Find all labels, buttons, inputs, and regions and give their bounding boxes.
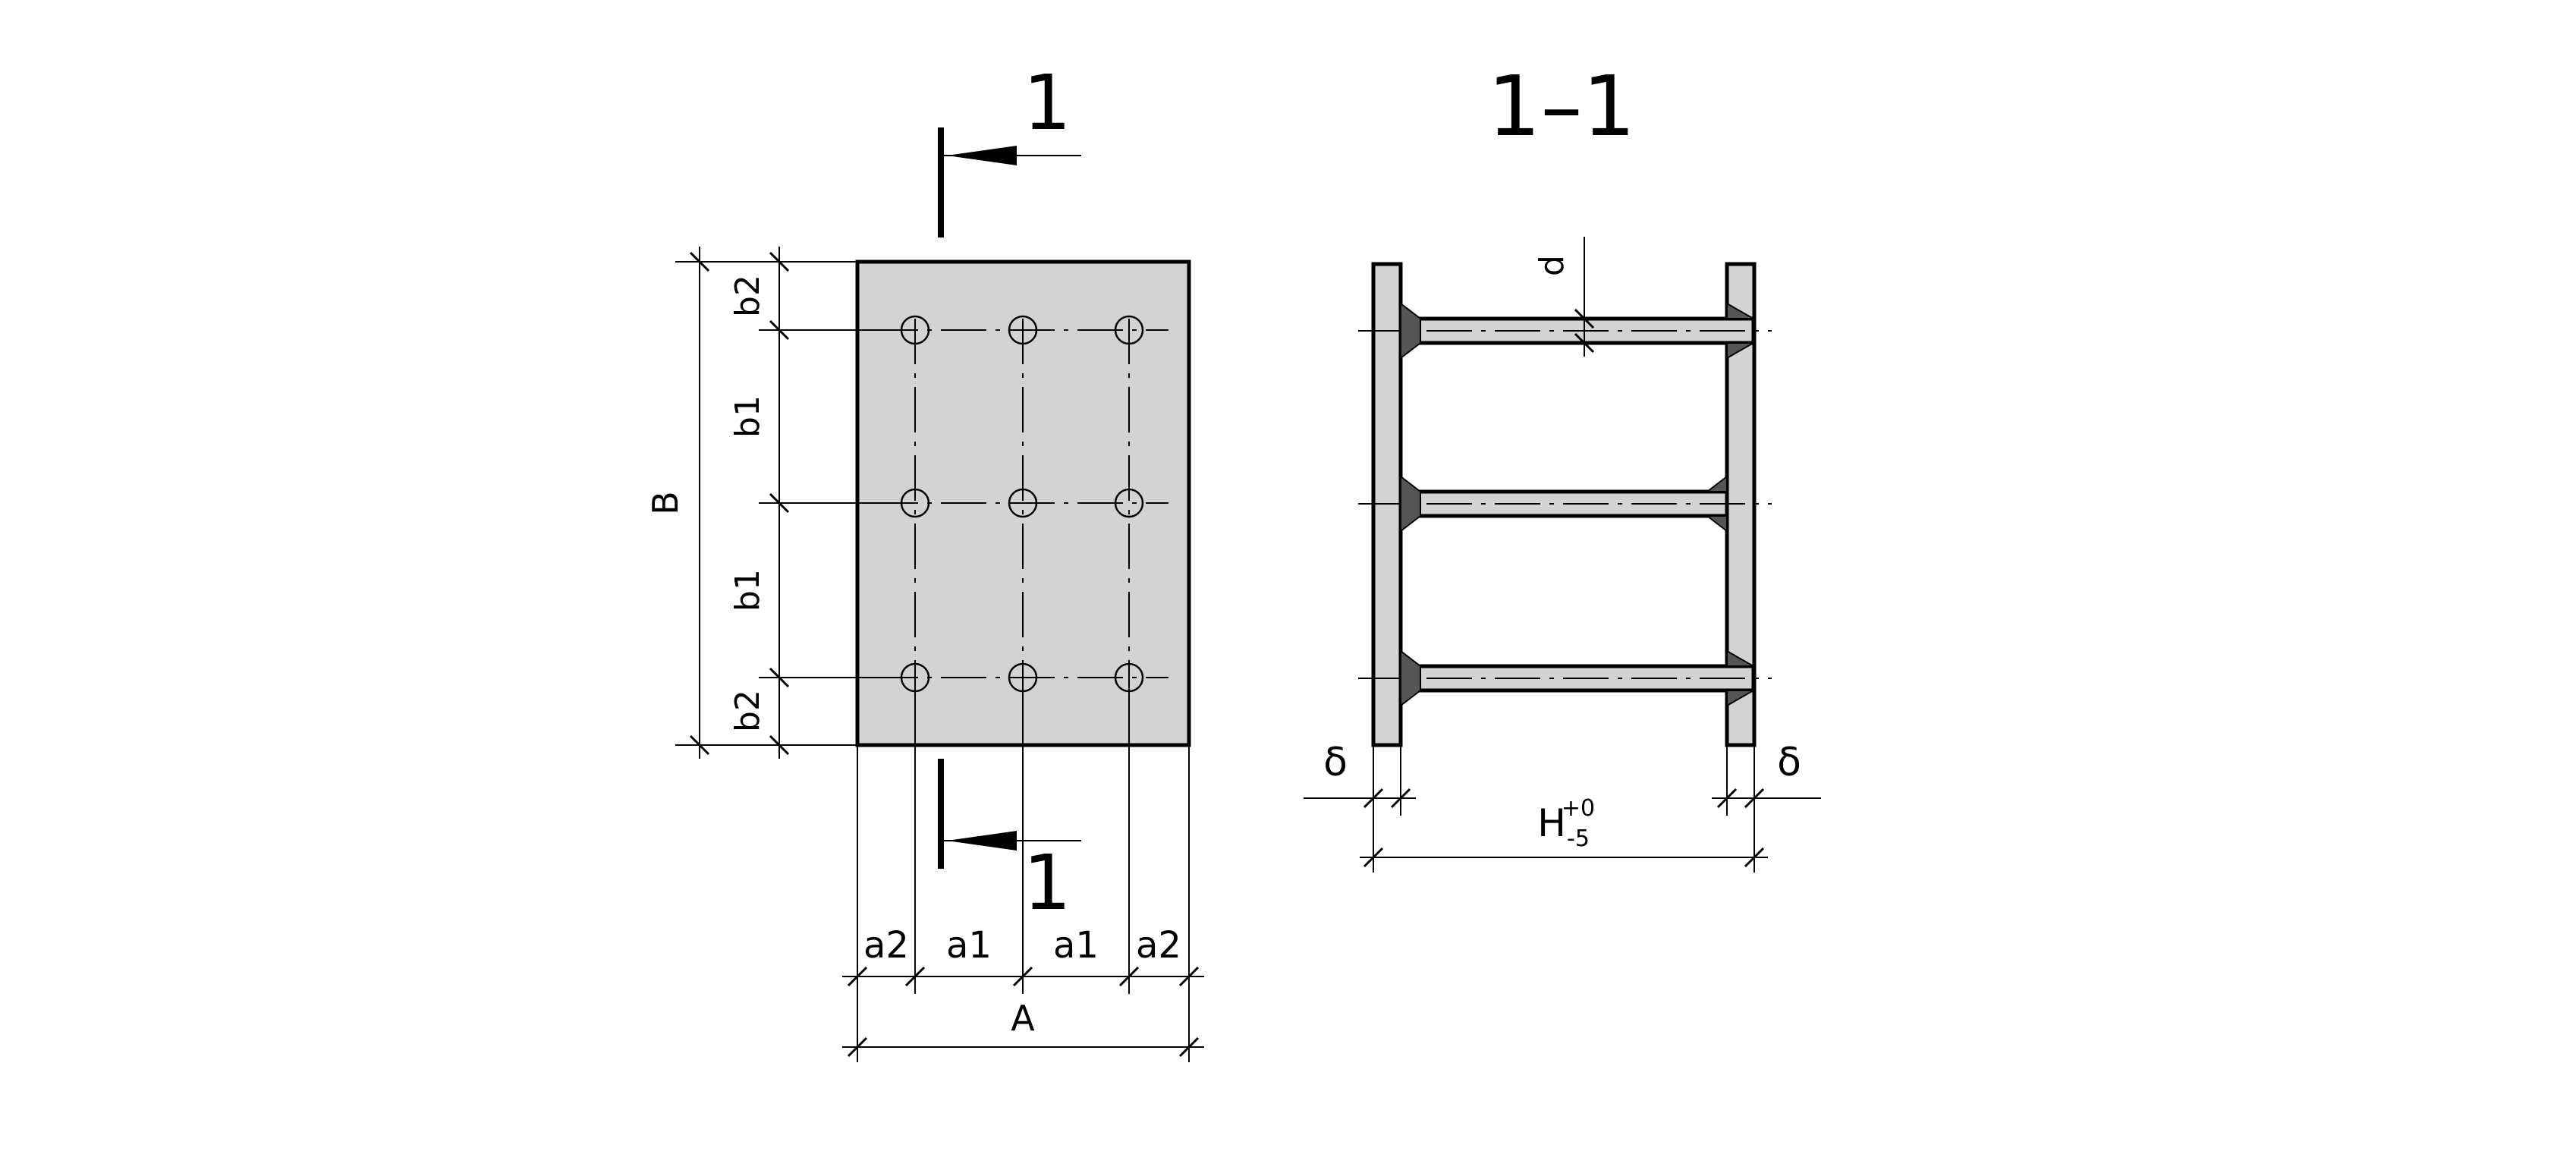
section-number-top: 1 (1023, 58, 1071, 147)
dim-label-a1-left: a1 (946, 924, 992, 967)
hole (1114, 488, 1144, 518)
dim-label-b2-bottom: b2 (728, 690, 767, 732)
dim-label-H-tol-upper: +0 (1562, 795, 1595, 822)
section-cut-bottom: 1 (938, 759, 1081, 927)
dimension-H: H +0 -5 (1360, 795, 1768, 868)
section-number-bottom: 1 (1023, 838, 1071, 927)
dim-label-b2-top: b2 (728, 275, 767, 317)
dim-label-H-tol-lower: -5 (1567, 826, 1590, 852)
dim-label-a2-left: a2 (863, 924, 909, 967)
dim-label-H: H (1537, 801, 1566, 845)
horizontal-dimension-labels: a2 a1 a1 a2 A (863, 924, 1181, 1039)
dimension-delta: δ δ (1304, 740, 1821, 873)
dim-label-delta-left: δ (1323, 740, 1348, 785)
hole (1114, 315, 1144, 345)
dim-label-d: d (1533, 255, 1571, 276)
vertical-dimension-labels: B b2 b1 b1 b2 (645, 275, 767, 732)
hole (1008, 488, 1038, 518)
dim-label-B: B (645, 491, 686, 515)
dim-label-b1-upper: b1 (728, 395, 767, 438)
dim-label-b1-lower: b1 (728, 569, 767, 612)
dim-label-A: A (1011, 998, 1035, 1039)
section-cut-top: 1 (938, 58, 1081, 237)
horizontal-dimensions (842, 683, 1204, 1062)
section-view: 1–1 d (1304, 58, 1821, 873)
welds (1400, 301, 1757, 708)
dim-label-a2-right: a2 (1136, 924, 1181, 967)
dimension-d: d (1533, 237, 1595, 357)
plan-view: B b2 b1 b1 b2 a2 a1 a1 a2 (645, 58, 1204, 1062)
vertical-dimensions (675, 247, 918, 759)
dim-label-a1-right: a1 (1053, 924, 1099, 967)
hole (1008, 315, 1038, 345)
dim-label-delta-right: δ (1777, 740, 1801, 785)
section-title: 1–1 (1488, 58, 1636, 155)
